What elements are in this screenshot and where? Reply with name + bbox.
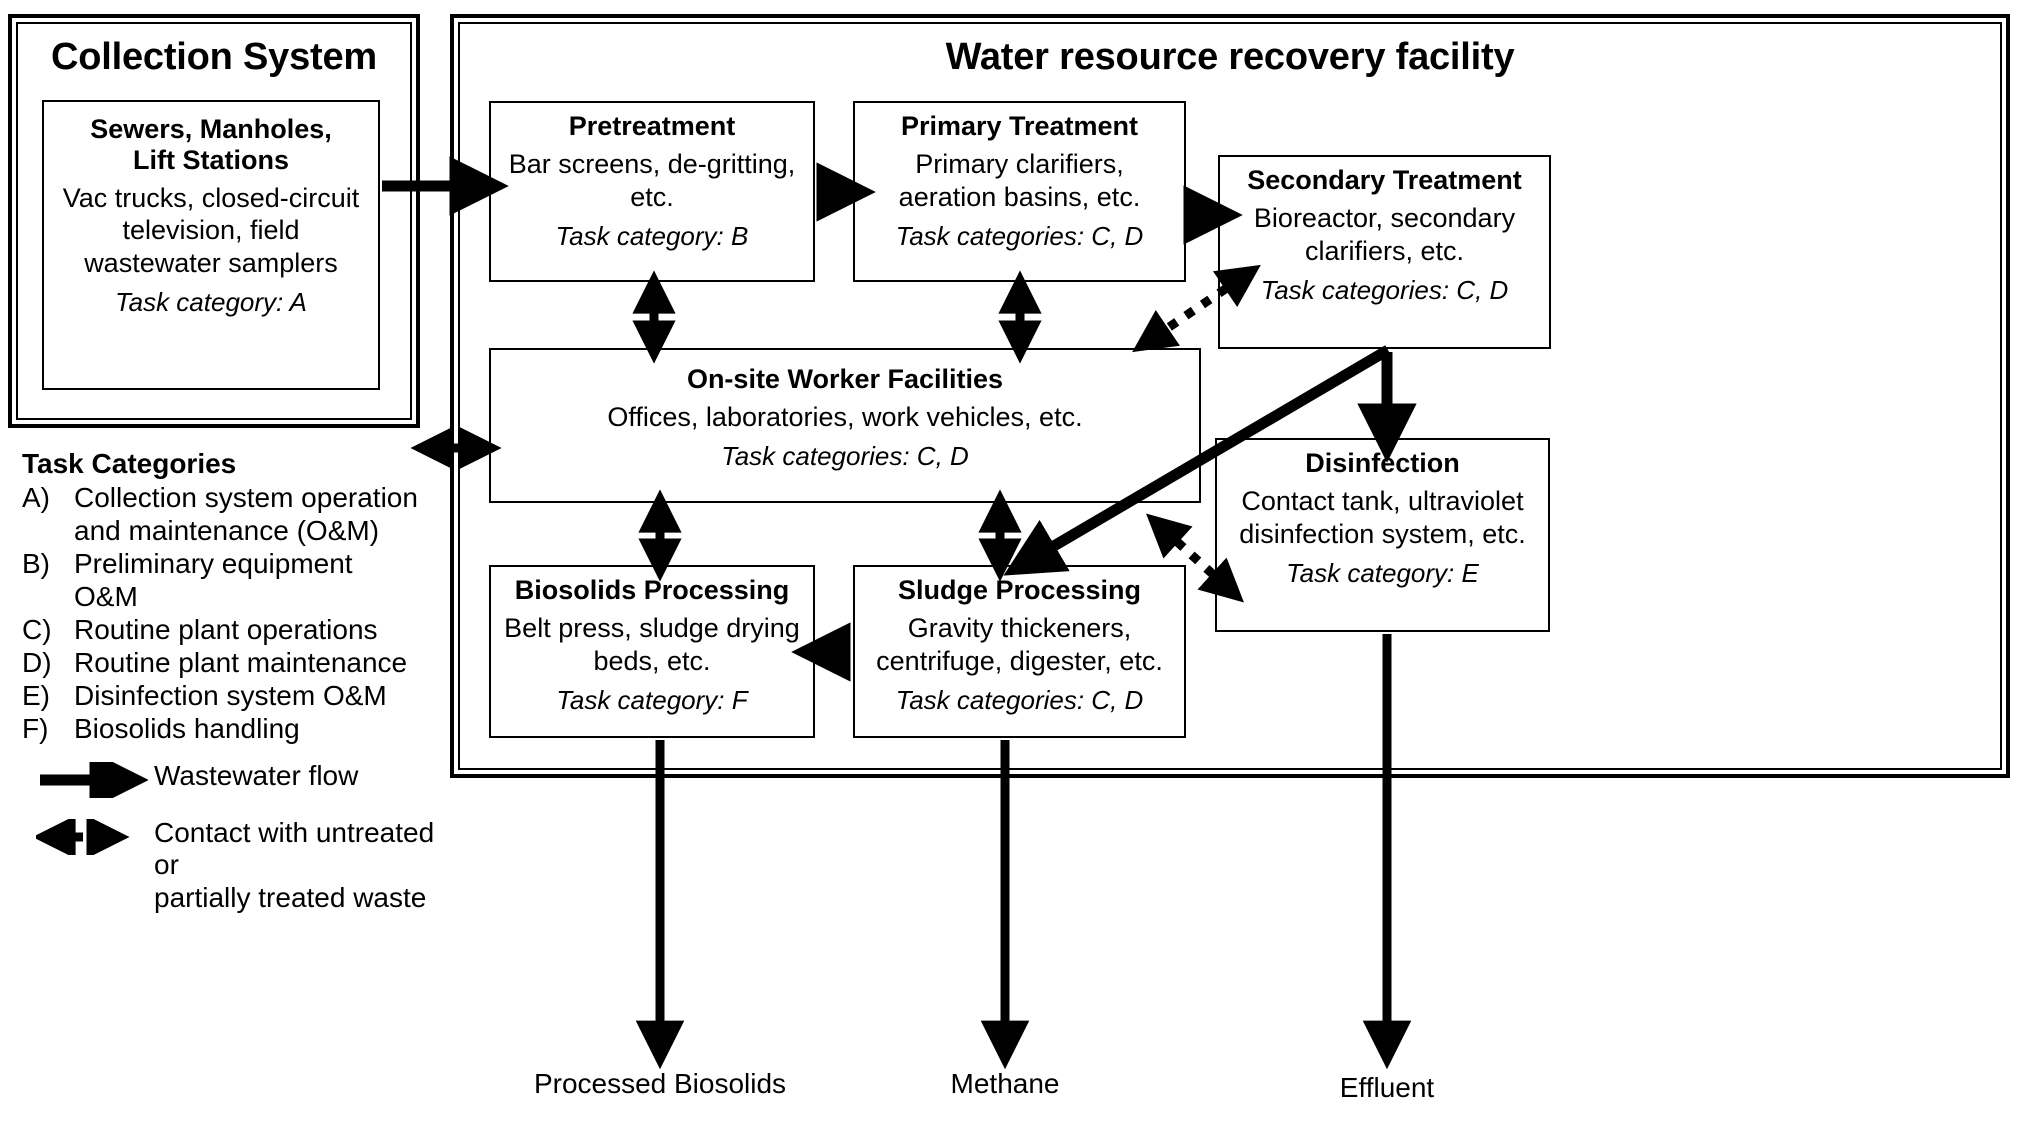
box-title: On-site Worker Facilities (686, 364, 1004, 394)
box-biosolids-processing[interactable]: Biosolids Processing Belt press, sludge … (489, 565, 815, 738)
box-body: Belt press, sludge drying beds, etc. (504, 612, 800, 676)
box-body: Bar screens, de-gritting, etc. (508, 148, 796, 212)
legend-label: Preliminary equipment O&M (74, 548, 353, 613)
box-sludge-processing[interactable]: Sludge Processing Gravity thickeners, ce… (853, 565, 1186, 738)
box-title: Secondary Treatment (1247, 165, 1522, 195)
legend-item-f: F) Biosolids handling (22, 713, 452, 746)
box-body: Primary clarifiers, aeration basins, etc… (898, 148, 1141, 212)
dotted-arrow-icon (32, 814, 154, 860)
box-primary-treatment[interactable]: Primary Treatment Primary clarifiers, ae… (853, 101, 1186, 282)
legend-label: Routine plant maintenance (74, 646, 408, 678)
legend-arrow-solid-label: Wastewater flow (154, 759, 359, 791)
legend-item-c: C) Routine plant operations (22, 614, 452, 647)
legend: Task Categories A) Collection system ope… (22, 448, 452, 915)
box-task-category: Task categories: C, D (721, 440, 969, 471)
legend-label: Biosolids handling (74, 712, 300, 744)
collection-system-frame-inner (16, 22, 412, 420)
box-pretreatment[interactable]: Pretreatment Bar screens, de-gritting, e… (489, 101, 815, 282)
legend-item-d: D) Routine plant maintenance (22, 647, 452, 680)
box-secondary-treatment[interactable]: Secondary Treatment Bioreactor, secondar… (1218, 155, 1551, 349)
legend-key: C) (22, 614, 52, 646)
box-task-category: Task category: B (555, 220, 749, 251)
output-label-processed-biosolids: Processed Biosolids (533, 1068, 787, 1099)
box-body: Gravity thickeners, centrifuge, digester… (876, 612, 1163, 676)
legend-label: Disinfection system O&M (74, 679, 387, 711)
legend-item-e: E) Disinfection system O&M (22, 680, 452, 713)
box-disinfection[interactable]: Disinfection Contact tank, ultraviolet d… (1215, 438, 1550, 632)
legend-label: Collection system operation and maintena… (74, 482, 418, 547)
box-sewers-manholes-lift-stations[interactable]: Sewers, Manholes, Lift Stations Vac truc… (42, 100, 380, 390)
legend-label: Routine plant operations (74, 614, 378, 646)
box-task-category: Task categories: C, D (895, 684, 1144, 715)
legend-key: E) (22, 679, 50, 711)
legend-arrow-solid: Wastewater flow (22, 749, 452, 810)
box-title: Sludge Processing (897, 575, 1142, 605)
legend-title: Task Categories (22, 448, 237, 479)
box-task-category: Task categories: C, D (1260, 274, 1509, 305)
legend-arrow-dotted: Contact with untreated or partially trea… (22, 814, 452, 916)
box-title: Primary Treatment (900, 111, 1139, 141)
legend-key: D) (22, 646, 52, 678)
output-label-methane: Methane (950, 1068, 1060, 1099)
output-label-effluent: Effluent (1339, 1072, 1435, 1103)
legend-key: B) (22, 548, 50, 580)
legend-key: F) (22, 712, 49, 744)
box-body: Vac trucks, closed-circuit television, f… (62, 182, 360, 279)
facility-title: Water resource recovery facility (945, 36, 1515, 78)
box-body: Offices, laboratories, work vehicles, et… (607, 401, 1083, 432)
collection-system-title: Collection System (50, 36, 378, 78)
legend-item-b: B) Preliminary equipment O&M (22, 548, 452, 614)
box-task-category: Task category: F (556, 684, 748, 715)
box-title: Sewers, Manholes, Lift Stations (90, 114, 332, 175)
box-body: Contact tank, ultraviolet disinfection s… (1239, 485, 1526, 549)
box-title: Pretreatment (568, 111, 736, 141)
box-task-category: Task category: A (115, 287, 307, 318)
facility-frame-inner (458, 22, 2002, 770)
facility-frame (450, 14, 2010, 778)
legend-arrow-dotted-label: Contact with untreated or partially trea… (154, 816, 435, 914)
box-task-category: Task category: E (1286, 557, 1479, 588)
legend-item-a: A) Collection system operation and maint… (22, 482, 452, 548)
box-onsite-worker-facilities[interactable]: On-site Worker Facilities Offices, labor… (489, 348, 1201, 503)
box-title: Disinfection (1305, 448, 1460, 478)
box-body: Bioreactor, secondary clarifiers, etc. (1253, 202, 1516, 266)
collection-system-frame (8, 14, 420, 428)
solid-arrow-icon (36, 749, 154, 810)
box-title: Biosolids Processing (514, 575, 790, 605)
legend-key: A) (22, 482, 50, 514)
box-task-category: Task categories: C, D (895, 220, 1144, 251)
